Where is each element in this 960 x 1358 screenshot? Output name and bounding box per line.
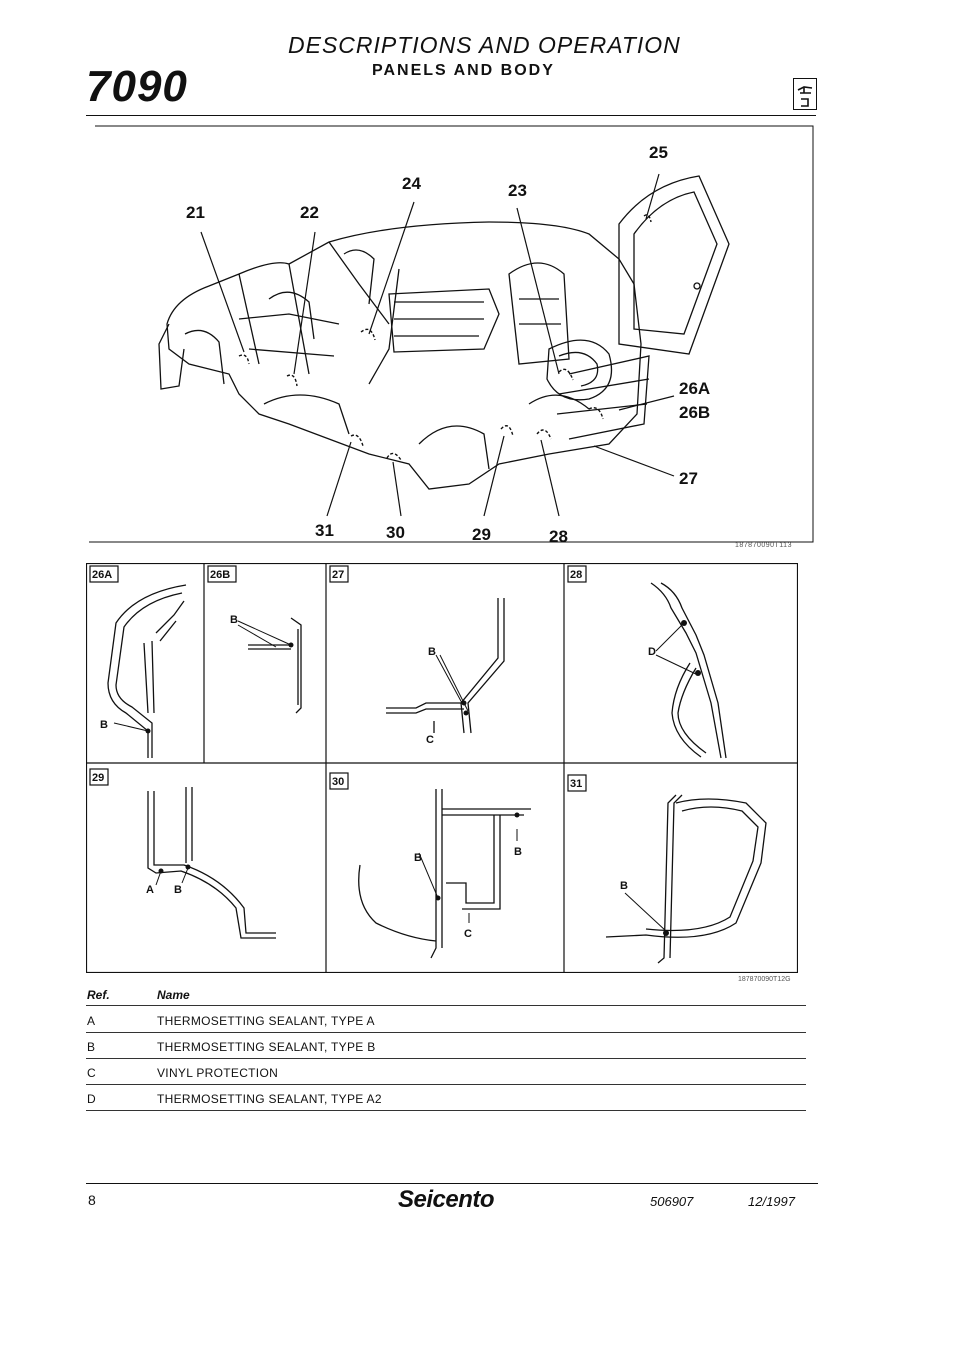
svg-text:B: B (620, 880, 628, 892)
panel-label-28: 28 (570, 569, 582, 581)
table-row-name: VINYL PROTECTION (157, 1066, 279, 1080)
callout-28: 28 (549, 527, 568, 544)
table-row-ref: A (87, 1014, 96, 1028)
svg-text:A: A (146, 884, 154, 896)
page-subtitle: PANELS AND BODY (372, 62, 555, 79)
panel-label-29: 29 (92, 772, 104, 784)
panel-grid-lines (85, 562, 799, 974)
body-shell-figure: 21 22 24 23 25 26A 26B 27 31 30 29 28 (89, 124, 814, 546)
callout-31: 31 (315, 521, 334, 540)
figure-frame (89, 125, 814, 543)
callout-22: 22 (300, 203, 319, 222)
table-row-name: THERMOSETTING SEALANT, TYPE A (157, 1014, 375, 1028)
callout-labels: 21 22 24 23 25 26A 26B 27 31 30 29 28 (186, 143, 710, 546)
sealant-marks (238, 214, 652, 461)
svg-text:D: D (648, 646, 656, 658)
table-rule (86, 1110, 806, 1111)
table-row-name: THERMOSETTING SEALANT, TYPE B (157, 1040, 376, 1054)
svg-text:B: B (230, 614, 238, 626)
table-row-ref: C (87, 1066, 96, 1080)
svg-text:B: B (414, 852, 422, 864)
callout-26a: 26A (679, 379, 710, 398)
panel-label-26a: 26A (92, 569, 112, 581)
svg-text:B: B (174, 884, 182, 896)
callout-leaders (200, 173, 675, 517)
table-rule (86, 1058, 806, 1059)
header-divider (86, 115, 816, 116)
section-drawings (107, 582, 767, 964)
table-header-name: Name (157, 988, 190, 1002)
callout-29: 29 (472, 525, 491, 544)
callout-24: 24 (402, 174, 421, 193)
callout-23: 23 (508, 181, 527, 200)
panel-label-27: 27 (332, 569, 344, 581)
callout-21: 21 (186, 203, 205, 222)
detail-callouts: B B B C D A B B B C B (100, 614, 656, 940)
table-rule (86, 1032, 806, 1033)
figure-code: 187870090T113 (735, 542, 792, 549)
page-number: 8 (88, 1192, 96, 1208)
body-panel-icon (793, 78, 817, 110)
table-header-ref: Ref. (87, 988, 110, 1002)
detail-panels-figure: 26A 26B 27 28 29 30 31 (85, 562, 799, 974)
svg-text:B: B (514, 846, 522, 858)
document-date: 12/1997 (748, 1194, 795, 1209)
table-row-ref: B (87, 1040, 96, 1054)
panel-label-30: 30 (332, 776, 344, 788)
table-rule (86, 1005, 806, 1006)
svg-text:C: C (464, 928, 472, 940)
detail-figure-code: 187870090T12G (738, 976, 791, 983)
callout-25: 25 (649, 143, 668, 162)
panel-label-31: 31 (570, 778, 582, 790)
table-rule (86, 1084, 806, 1085)
document-number: 506907 (650, 1194, 694, 1209)
callout-30: 30 (386, 523, 405, 542)
callout-27: 27 (679, 469, 698, 488)
svg-text:C: C (426, 734, 434, 746)
svg-text:B: B (428, 646, 436, 658)
section-number: 7090 (86, 62, 188, 111)
car-body-drawing (158, 175, 730, 490)
callout-26b: 26B (679, 403, 710, 422)
page-title: DESCRIPTIONS AND OPERATION (288, 32, 681, 58)
table-row-ref: D (87, 1092, 96, 1106)
footer-divider (86, 1183, 818, 1184)
svg-text:B: B (100, 719, 108, 731)
table-row-name: THERMOSETTING SEALANT, TYPE A2 (157, 1092, 382, 1106)
panel-label-26b: 26B (210, 569, 230, 581)
brand-logo: Seicento (398, 1186, 495, 1213)
